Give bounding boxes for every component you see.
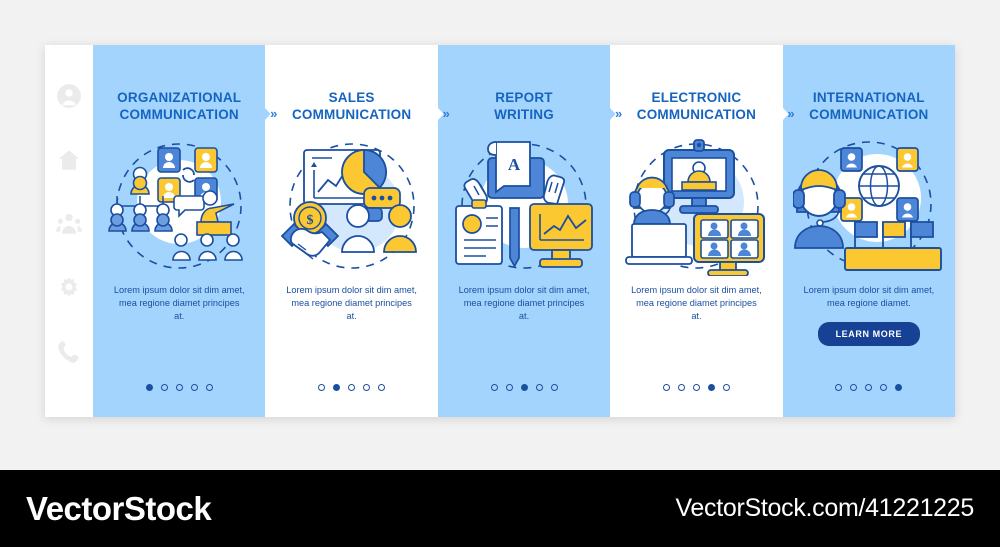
user-avatar-icon[interactable] (56, 83, 82, 109)
panel-body-1: Lorem ipsum dolor sit dim amet, mea regi… (113, 284, 245, 322)
dot-4[interactable] (707, 384, 715, 391)
panel-electronic-communication[interactable]: » ELECTRONIC COMMUNICATION (610, 45, 795, 417)
dot-4[interactable] (535, 384, 543, 391)
panel-chevron-1: » (270, 106, 277, 121)
panel-dots-4[interactable] (610, 384, 782, 391)
svg-text:A: A (508, 155, 521, 174)
onboarding-card: » ORGANIZATIONAL COMMUNICATION (45, 45, 955, 417)
dot-1[interactable] (490, 384, 498, 391)
dot-1[interactable] (662, 384, 670, 391)
panel-title-line1: INTERNATIONAL (812, 90, 925, 105)
org-chart-presentation-icon (103, 136, 255, 276)
sidebar (45, 45, 93, 417)
panel-dots-3[interactable] (438, 384, 610, 391)
dot-4[interactable] (190, 384, 198, 391)
panel-dots-1[interactable] (93, 384, 265, 391)
dot-3[interactable] (692, 384, 700, 391)
panel-body-5: Lorem ipsum dolor sit dim amet, mea regi… (803, 284, 935, 308)
dot-5[interactable] (895, 384, 903, 391)
dot-2[interactable] (333, 384, 341, 391)
panel-sales-communication[interactable]: » SALES COMMUNICATION (265, 45, 450, 417)
dot-2[interactable] (850, 384, 858, 391)
dot-1[interactable] (145, 384, 153, 391)
dot-3[interactable] (520, 384, 528, 391)
dot-1[interactable] (835, 384, 843, 391)
panel-title-line1: ORGANIZATIONAL (117, 90, 242, 105)
document-clipboard-monitor-icon: A (448, 136, 600, 276)
gear-icon[interactable] (56, 275, 82, 301)
dot-2[interactable] (160, 384, 168, 391)
panel-title-line2: COMMUNICATION (291, 107, 412, 123)
panel-chevron-4: » (787, 106, 794, 121)
dot-2[interactable] (505, 384, 513, 391)
panel-title-line1: REPORT (495, 90, 553, 105)
panel-title-line2: COMMUNICATION (636, 107, 757, 123)
panel-title-line2: WRITING (494, 107, 554, 123)
panel-body-2: Lorem ipsum dolor sit dim amet, mea regi… (286, 284, 417, 322)
panel-dots-2[interactable] (265, 384, 437, 391)
panel-title-5: INTERNATIONAL COMMUNICATION (809, 89, 928, 124)
panel-body-3: Lorem ipsum dolor sit dim amet, mea regi… (458, 284, 590, 322)
dot-5[interactable] (722, 384, 730, 391)
panel-container: » ORGANIZATIONAL COMMUNICATION (93, 45, 955, 417)
dot-3[interactable] (175, 384, 183, 391)
home-icon[interactable] (56, 147, 82, 173)
learn-more-button[interactable]: LEARN MORE (817, 322, 921, 347)
globe-flags-headset-icon (792, 136, 945, 276)
panel-title-line1: ELECTRONIC (651, 90, 742, 105)
panel-chevron-2: » (442, 106, 450, 121)
panel-title-line2: COMMUNICATION (809, 107, 929, 123)
people-group-icon[interactable] (56, 211, 82, 237)
panel-title-1: ORGANIZATIONAL COMMUNICATION (117, 89, 241, 124)
vectorstock-brand: VectorStock (26, 489, 212, 527)
dot-5[interactable] (550, 384, 558, 391)
panel-organizational-communication[interactable]: » ORGANIZATIONAL COMMUNICATION (93, 45, 277, 417)
dot-4[interactable] (363, 384, 371, 391)
svg-text:$: $ (306, 213, 313, 228)
dot-3[interactable] (348, 384, 356, 391)
dot-2[interactable] (677, 384, 685, 391)
watermark-footer: VectorStock VectorStock.com/41221225 (0, 470, 1000, 547)
vectorstock-url: VectorStock.com/41221225 (675, 494, 974, 522)
dot-5[interactable] (205, 384, 213, 391)
panel-title-3: REPORT WRITING (494, 89, 554, 124)
video-conference-icon (620, 136, 772, 276)
phone-icon[interactable] (56, 339, 82, 365)
dot-5[interactable] (378, 384, 386, 391)
panel-title-line2: COMMUNICATION (119, 107, 239, 123)
panel-international-communication[interactable]: INTERNATIONAL COMMUNICATION (782, 45, 955, 417)
panel-title-line1: SALES (328, 90, 375, 105)
handshake-chart-icon: $ (276, 136, 428, 276)
dot-1[interactable] (318, 384, 326, 391)
dot-3[interactable] (865, 384, 873, 391)
panel-chevron-3: » (614, 106, 622, 121)
panel-title-4: ELECTRONIC COMMUNICATION (637, 89, 756, 124)
dot-4[interactable] (880, 384, 888, 391)
panel-body-4: Lorem ipsum dolor sit dim amet, mea regi… (631, 284, 762, 322)
panel-title-2: SALES COMMUNICATION (292, 89, 411, 124)
panel-report-writing[interactable]: » REPORT WRITING A (437, 45, 622, 417)
panel-dots-5[interactable] (783, 384, 955, 391)
